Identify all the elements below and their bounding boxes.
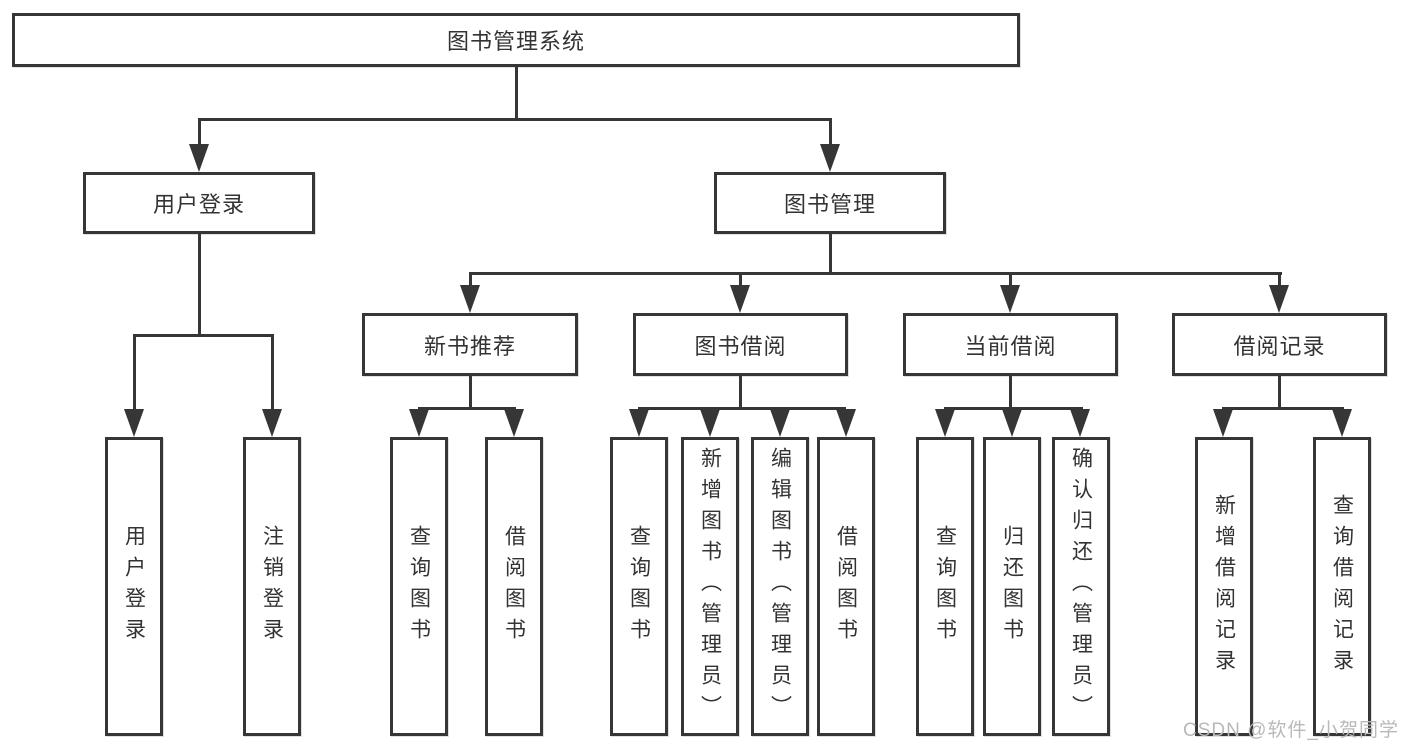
connector-root-rail xyxy=(198,118,832,121)
arrowhead-icon xyxy=(262,409,282,437)
node-label: 注销登录 xyxy=(260,524,284,649)
node-label: 图书管理 xyxy=(783,192,876,217)
arrowhead-icon xyxy=(730,285,750,313)
node-leaf-query-books-borrowing: 查询图书 xyxy=(610,437,668,736)
node-book-borrowing: 图书借阅 xyxy=(633,313,848,376)
node-leaf-user-login: 用户登录 xyxy=(105,437,163,736)
arrowhead-icon xyxy=(629,409,649,437)
node-borrowing-records: 借阅记录 xyxy=(1172,313,1387,376)
node-label: 查询图书 xyxy=(933,524,957,649)
connector-records-rail xyxy=(1222,407,1344,410)
connector-root-stem xyxy=(515,65,518,120)
connector-borrowing-stem xyxy=(739,374,742,409)
connector-book-mgmt-stem xyxy=(829,232,832,274)
arrowhead-icon xyxy=(1213,409,1233,437)
node-label: 查询借阅记录 xyxy=(1330,493,1354,680)
arrowhead-icon xyxy=(409,409,429,437)
connector-user-login-drop-1 xyxy=(133,334,136,412)
node-label: 查询图书 xyxy=(407,524,431,649)
node-leaf-return-book: 归还图书 xyxy=(983,437,1041,736)
connector-root-drop-left xyxy=(198,118,201,148)
node-leaf-logout: 注销登录 xyxy=(243,437,301,736)
node-label: 当前借阅 xyxy=(964,333,1057,359)
node-label: 图书借阅 xyxy=(694,333,787,359)
node-leaf-add-borrow-record: 新增借阅记录 xyxy=(1195,437,1253,736)
arrowhead-icon xyxy=(189,144,209,172)
node-label: 查询图书 xyxy=(627,524,651,649)
connector-current-stem xyxy=(1009,374,1012,409)
arrowhead-icon xyxy=(935,409,955,437)
node-current-borrowing: 当前借阅 xyxy=(903,313,1118,376)
node-leaf-query-borrow-record: 查询借阅记录 xyxy=(1313,437,1371,736)
node-label: 归还图书 xyxy=(1000,524,1024,649)
arrowhead-icon xyxy=(504,409,524,437)
node-leaf-add-book-admin: 新增图书（管理员） xyxy=(681,437,739,736)
node-leaf-confirm-return-admin: 确认归还（管理员） xyxy=(1052,437,1110,736)
connector-user-login-rail xyxy=(133,334,274,337)
node-label: 借阅图书 xyxy=(834,524,858,649)
node-label: 借阅图书 xyxy=(502,524,526,649)
connector-recommend-rail xyxy=(418,407,516,410)
node-leaf-borrow-books-borrowing: 借阅图书 xyxy=(817,437,875,736)
node-label: 用户登录 xyxy=(152,192,245,217)
connector-current-rail xyxy=(944,407,1083,410)
node-label: 用户登录 xyxy=(122,524,146,649)
node-leaf-edit-book-admin: 编辑图书（管理员） xyxy=(751,437,809,736)
connector-records-stem xyxy=(1278,374,1281,409)
arrowhead-icon xyxy=(124,409,144,437)
arrowhead-icon xyxy=(1000,285,1020,313)
connector-book-mgmt-drop-4 xyxy=(1278,272,1281,288)
connector-root-drop-right xyxy=(829,118,832,148)
connector-recommend-stem xyxy=(469,374,472,409)
connector-user-login-stem xyxy=(198,232,201,336)
arrowhead-icon xyxy=(820,144,840,172)
node-leaf-query-books-current: 查询图书 xyxy=(916,437,974,736)
node-label: 编辑图书（管理员） xyxy=(768,447,792,726)
connector-user-login-drop-2 xyxy=(271,334,274,412)
csdn-watermark: CSDN @软件_小贺同学 xyxy=(1183,720,1399,741)
connector-borrowing-rail xyxy=(638,407,846,410)
node-leaf-borrow-books-recommend: 借阅图书 xyxy=(485,437,543,736)
node-library-management-system: 图书管理系统 xyxy=(12,13,1020,67)
connector-book-mgmt-drop-1 xyxy=(469,272,472,288)
node-label: 确认归还（管理员） xyxy=(1069,447,1093,726)
arrowhead-icon xyxy=(700,409,720,437)
connector-book-mgmt-rail xyxy=(469,272,1282,275)
arrowhead-icon xyxy=(1332,409,1352,437)
node-label: 新增借阅记录 xyxy=(1212,493,1236,680)
node-book-management: 图书管理 xyxy=(714,172,946,234)
arrowhead-icon xyxy=(770,409,790,437)
connector-book-mgmt-drop-2 xyxy=(739,272,742,288)
node-leaf-query-books-recommend: 查询图书 xyxy=(390,437,448,736)
node-label: 图书管理系统 xyxy=(446,29,585,54)
node-user-login: 用户登录 xyxy=(83,172,315,234)
arrowhead-icon xyxy=(460,285,480,313)
arrowhead-icon xyxy=(1002,409,1022,437)
connector-book-mgmt-drop-3 xyxy=(1009,272,1012,288)
arrowhead-icon xyxy=(836,409,856,437)
node-label: 借阅记录 xyxy=(1233,333,1326,359)
arrowhead-icon xyxy=(1070,409,1090,437)
node-label: 新增图书（管理员） xyxy=(698,447,722,726)
arrowhead-icon xyxy=(1269,285,1289,313)
node-label: 新书推荐 xyxy=(423,333,516,359)
node-new-book-recommendation: 新书推荐 xyxy=(362,313,578,376)
